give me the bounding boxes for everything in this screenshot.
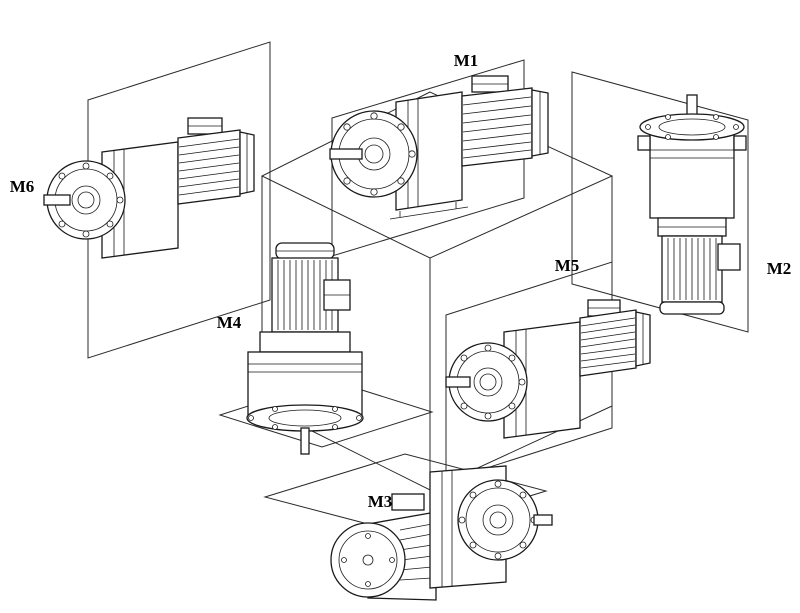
label-m2: M2 bbox=[767, 259, 792, 278]
plane-m6 bbox=[87, 41, 271, 359]
label-m6: M6 bbox=[10, 177, 35, 196]
gearmotor-m4 bbox=[246, 242, 364, 455]
label-m5: M5 bbox=[555, 256, 580, 275]
plane-m5 bbox=[445, 261, 613, 482]
gearmotor-m3 bbox=[330, 465, 553, 601]
gearmotor-m2 bbox=[637, 94, 747, 315]
plane-m1 bbox=[331, 59, 525, 257]
label-m4: M4 bbox=[217, 313, 242, 332]
gearmotor-m6 bbox=[43, 117, 255, 259]
label-m3: M3 bbox=[368, 492, 393, 511]
gearmotor-m5 bbox=[445, 299, 651, 439]
plane-m3 bbox=[263, 453, 548, 535]
label-m1: M1 bbox=[454, 51, 479, 70]
gearmotor-m1 bbox=[329, 75, 549, 220]
position-labels: M1 M2 M3 M4 M5 M6 bbox=[10, 51, 792, 511]
